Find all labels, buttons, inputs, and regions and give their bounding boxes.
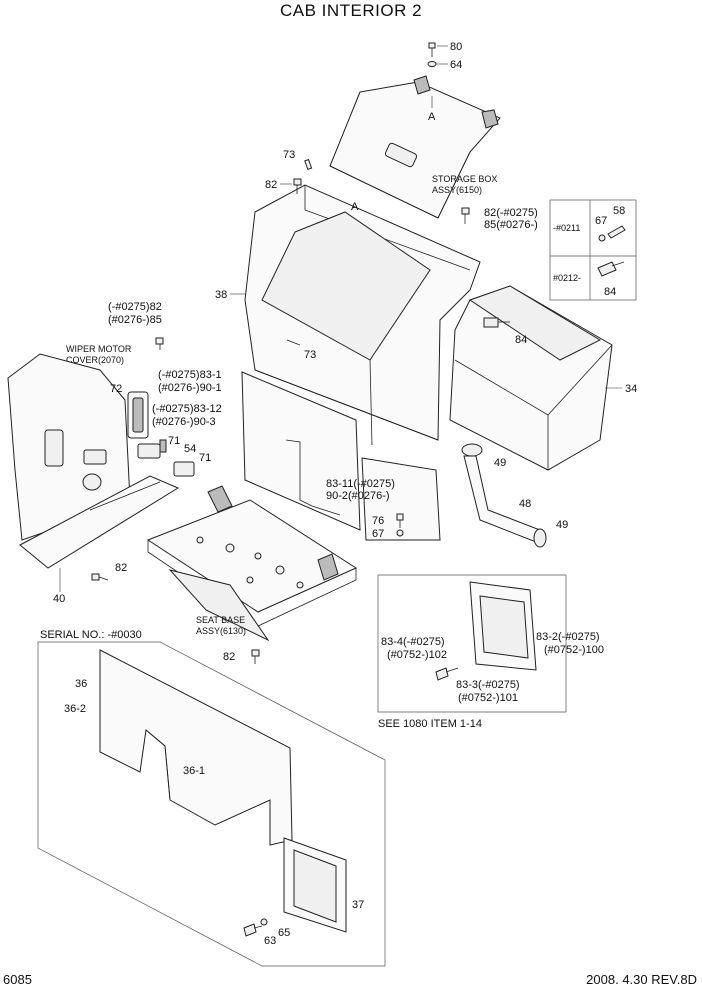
callout-67-inset: 67: [595, 215, 607, 227]
switch-72: [127, 391, 149, 439]
callout-83-3: 83-3(-#0275): [456, 679, 520, 691]
serial-frame: [37, 641, 386, 967]
screw-63: [243, 923, 263, 937]
seat-base-label-2: ASSY(6130): [196, 626, 246, 636]
callout-63: 63: [264, 935, 276, 947]
screw-82-85-right: [461, 207, 470, 224]
screw-82-seat: [251, 649, 260, 664]
washer-65: [260, 918, 268, 926]
storage-box-34: [449, 285, 613, 471]
callout-82-seat: 82: [223, 651, 235, 663]
part-71-a: [137, 443, 161, 459]
side-panel-83-11: [361, 457, 441, 541]
see-reference: SEE 1080 ITEM 1-14: [378, 718, 482, 730]
duct-48: [461, 443, 547, 548]
side-panel-83-1: [241, 371, 361, 531]
callout-83-12: (-#0275)83-12: [152, 403, 222, 415]
seat-base-label-1: SEAT BASE: [196, 615, 245, 625]
callout-100: (#0752-)100: [544, 644, 604, 656]
wiper-motor-cover: [7, 353, 131, 541]
callout-58: 58: [613, 205, 625, 217]
inset-range-top: -#0211: [553, 223, 580, 233]
callout-36-1: 36-1: [183, 765, 205, 777]
callout-48: 48: [519, 498, 531, 510]
rear-panel-38: [244, 184, 481, 446]
screw-82-85-left: [155, 337, 164, 350]
washer-67: [396, 529, 404, 537]
screw-76: [396, 513, 404, 528]
callout-a-panel: A: [351, 201, 359, 213]
callout-76: 76: [372, 515, 384, 527]
callout-67-side: 67: [372, 528, 384, 540]
page-number: 6085: [3, 972, 32, 987]
callout-49-bottom: 49: [556, 519, 568, 531]
callout-90-3: (#0276-)90-3: [152, 416, 216, 428]
callout-84-inset: 84: [604, 286, 616, 298]
inset-panel-frame: [377, 574, 567, 713]
storage-box-lid: [329, 75, 501, 219]
callout-102: (#0752-)102: [387, 649, 447, 661]
access-panel-37: [283, 837, 347, 933]
screw-83-3: [435, 667, 459, 681]
callout-90-2: 90-2(#0276-): [326, 490, 390, 502]
callout-65: 65: [278, 927, 290, 939]
callout-71-b: 71: [199, 452, 211, 464]
callout-36: 36: [75, 678, 87, 690]
callout-49-top: 49: [494, 457, 506, 469]
storage-box-label-1: STORAGE BOX: [432, 174, 497, 184]
callout-101: (#0752-)101: [458, 692, 518, 704]
floor-plate-40: [19, 475, 180, 569]
callout-82-85-left-a: (-#0275)82: [108, 301, 162, 313]
callout-34: 34: [625, 383, 637, 395]
callout-73-top: 73: [283, 149, 295, 161]
callout-83-4: 83-4(-#0275): [381, 636, 445, 648]
callout-83-2: 83-2(-#0275): [536, 631, 600, 643]
callout-83-11: 83-11(-#0275): [326, 478, 395, 490]
inset-range-bottom: #0212-: [553, 273, 581, 283]
callout-82-top: 82: [265, 179, 277, 191]
callout-80: 80: [450, 41, 462, 53]
part-71-b: [173, 461, 195, 477]
inset-variant-box: [549, 199, 637, 301]
serial-no-label: SERIAL NO.: -#0030: [40, 629, 142, 641]
callout-54: 54: [184, 443, 196, 455]
callout-82-85-b: 85(#0276-): [484, 219, 538, 231]
callout-90-1: (#0276-)90-1: [158, 382, 222, 394]
callout-84-box: 84: [515, 334, 527, 346]
pin-73: [304, 158, 313, 171]
revision-date: 2008. 4.30 REV.8D: [586, 972, 697, 987]
callout-a-lid: A: [428, 111, 436, 123]
storage-box-label-2: ASSY(6150): [432, 185, 482, 195]
callout-36-2: 36-2: [64, 703, 86, 715]
washer-64: [427, 61, 437, 67]
callout-72: 72: [110, 383, 122, 395]
callout-64: 64: [450, 59, 462, 71]
wiper-cover-label-2: COVER(2070): [66, 355, 124, 365]
screw-82-floor: [91, 573, 109, 581]
callout-82-floor: 82: [115, 562, 127, 574]
callout-37: 37: [352, 899, 364, 911]
bolt-80: [428, 42, 436, 57]
seat-base: [146, 485, 358, 642]
connector-84: [483, 317, 510, 328]
callout-82-85-a: 82(-#0275): [484, 207, 538, 219]
part-54: [159, 439, 167, 453]
screw-82-top: [293, 178, 302, 194]
wiper-cover-label-1: WIPER MOTOR: [66, 344, 132, 354]
callout-82-85-left-b: (#0276-)85: [108, 314, 162, 326]
callout-40: 40: [53, 593, 65, 605]
page-title: CAB INTERIOR 2: [280, 1, 422, 20]
callout-73-bottom: 73: [304, 349, 316, 361]
callout-38: 38: [215, 289, 227, 301]
callout-83-1: (-#0275)83-1: [158, 369, 222, 381]
rear-panel-36: [99, 649, 293, 846]
callout-71-a: 71: [168, 435, 180, 447]
